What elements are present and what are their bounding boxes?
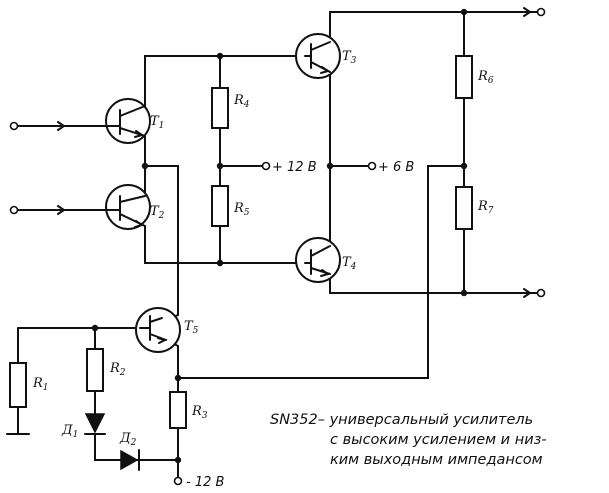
resistor-r1	[9, 362, 27, 408]
caption: SN352– универсальный усилитель с высоким…	[270, 412, 547, 468]
resistor-r2	[86, 348, 104, 392]
label-r5: R5	[233, 201, 250, 218]
label-r4: R4	[233, 93, 250, 110]
diode-d1	[84, 413, 106, 435]
label-r1: R1	[32, 376, 49, 393]
transistor-t2	[105, 184, 151, 230]
diode-d2	[120, 449, 140, 471]
label-r3: R3	[191, 404, 208, 421]
label-d1: Д1	[61, 423, 78, 440]
label-t3: T3	[342, 49, 357, 66]
wiring	[6, 11, 539, 479]
label-t5: T5	[184, 319, 199, 336]
supply-plus12-label: + 12 В	[272, 160, 317, 175]
label-d2: Д2	[119, 431, 137, 448]
supply-plus6-label: + 6 В	[378, 160, 414, 175]
transistor-t4	[295, 237, 341, 283]
caption-line-1: SN352– универсальный усилитель	[270, 412, 533, 428]
resistor-r5	[211, 185, 229, 227]
label-t1: T1	[150, 114, 164, 131]
resistor-r7	[455, 186, 473, 230]
label-t2: T2	[150, 204, 165, 221]
resistor-r3	[169, 391, 187, 429]
supply-minus12-label: - 12 В	[186, 475, 224, 490]
caption-line-2: с высоким усилением и низ-	[330, 432, 547, 448]
resistor-r4	[211, 87, 229, 129]
caption-line-3: ким выходным импедансом	[330, 452, 543, 468]
junction-dots	[91, 8, 468, 464]
transistor-t5	[135, 307, 181, 353]
transistor-t3	[295, 33, 341, 79]
signal-arrows	[39, 7, 532, 298]
supply-labels: + 12 В + 6 В - 12 В	[186, 160, 414, 490]
label-r2: R2	[109, 361, 126, 378]
label-t4: T4	[342, 255, 357, 272]
transistor-t1	[105, 98, 151, 144]
resistor-r6	[455, 55, 473, 99]
component-labels: T1 T2 T3 T4 T5 R1 R2 R3 R4 R5 R6 R7 Д1 Д…	[32, 49, 494, 448]
label-r7: R7	[477, 199, 494, 216]
label-r6: R6	[477, 69, 494, 86]
terminals	[9, 7, 546, 486]
